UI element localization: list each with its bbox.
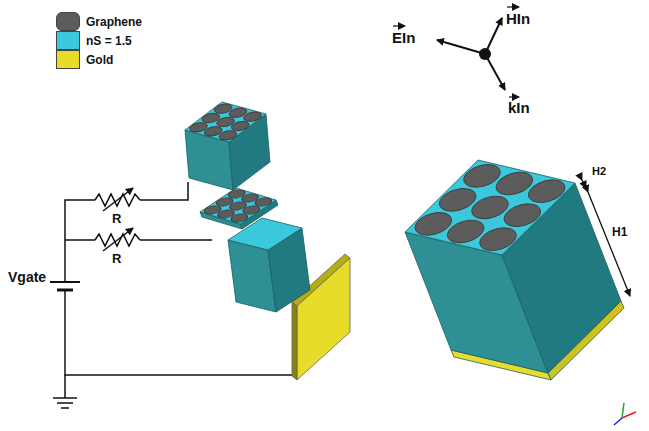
- vector-overarrow: [393, 7, 519, 97]
- resistor-symbol: [95, 188, 140, 251]
- resistor-label: R: [112, 252, 121, 265]
- graphene-disc: [240, 111, 265, 123]
- legend-entry: nS = 1.5: [56, 31, 132, 50]
- battery-symbol: [50, 282, 80, 300]
- graphene-disc: [521, 177, 572, 206]
- legend-text: Graphene: [86, 15, 142, 29]
- dimension-label: H2: [592, 166, 606, 177]
- graphene-disc: [252, 196, 275, 207]
- legend-swatch: [56, 50, 80, 69]
- graphene-disc: [215, 129, 240, 141]
- field-label: EIn: [392, 30, 415, 45]
- origin-dot: [479, 48, 491, 60]
- block-top: [405, 160, 575, 255]
- legend-entry: Graphene: [56, 12, 142, 31]
- resistor-label: R: [112, 212, 121, 225]
- graphene-disc: [473, 225, 524, 254]
- graphene-disc: [228, 120, 253, 132]
- block-top: [185, 102, 266, 142]
- dimension-arrow: [582, 180, 630, 296]
- field-label: HIn: [506, 11, 530, 26]
- block-top: [200, 188, 276, 224]
- field-vectors: [437, 18, 505, 90]
- ground-symbol: [53, 398, 77, 408]
- legend-swatch: [56, 12, 80, 31]
- dimension-label: H1: [612, 226, 627, 238]
- axis-triad: [614, 403, 636, 425]
- legend-swatch: [56, 31, 80, 50]
- legend-entry: Gold: [56, 50, 113, 69]
- legend-text: nS = 1.5: [86, 34, 132, 48]
- legend-text: Gold: [86, 53, 113, 67]
- graphene-disc: [497, 201, 548, 230]
- field-label: kIn: [508, 100, 530, 115]
- circuit-wires: [65, 182, 296, 398]
- voltage-label: Vgate: [8, 270, 46, 284]
